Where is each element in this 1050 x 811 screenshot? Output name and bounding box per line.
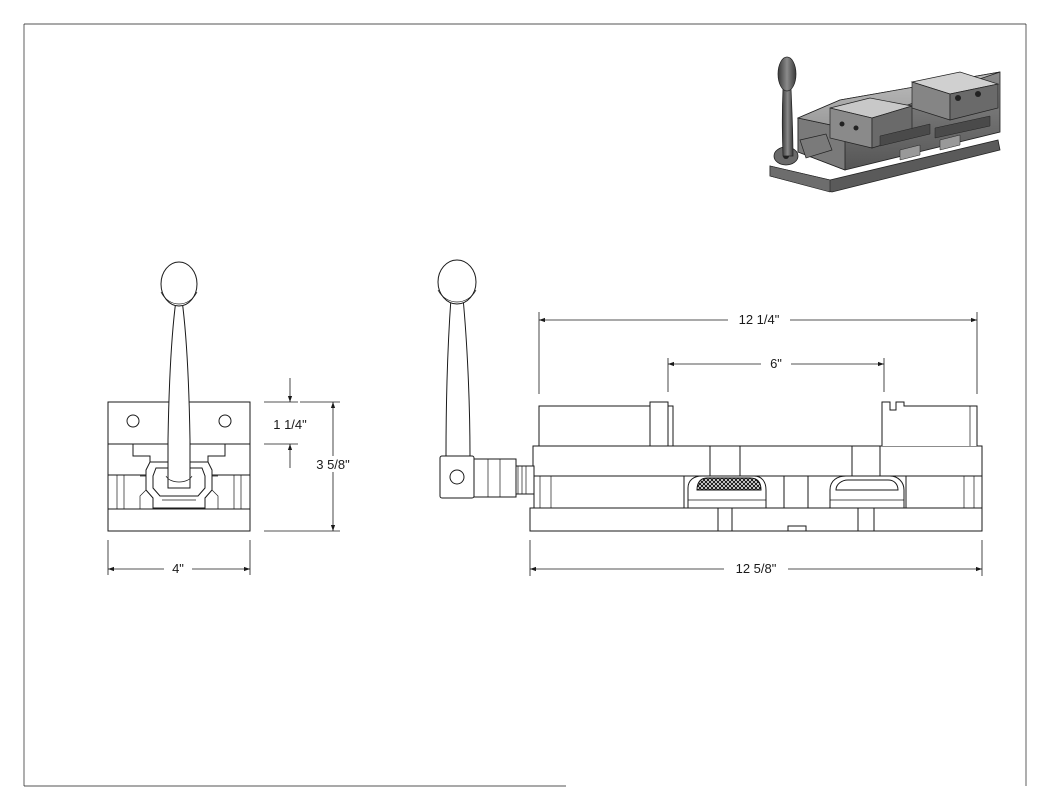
dim-width: 4" — [107, 540, 251, 576]
dim-jaw-opening: 6" — [667, 355, 885, 392]
bolt-hole-icon — [218, 414, 232, 428]
dim-overall-height-label: 3 5/8" — [316, 457, 350, 472]
dim-jaw-height: 1 1/4" — [264, 378, 307, 468]
bolt-hole-icon — [126, 414, 140, 428]
isometric-view — [769, 56, 1001, 193]
front-view — [107, 261, 251, 532]
pivot-pin-icon — [449, 469, 465, 485]
dim-overall-length: 12 5/8" — [529, 540, 983, 576]
side-view — [437, 259, 983, 532]
sheet-border — [23, 23, 1027, 787]
dim-overall-length-label: 12 5/8" — [736, 561, 777, 576]
dim-jaw-opening-label: 6" — [770, 356, 782, 371]
dim-jaw-height-label: 1 1/4" — [273, 417, 307, 432]
dim-overall-height: 3 5/8" — [264, 401, 358, 532]
dim-body-length: 12 1/4" — [538, 311, 978, 394]
dim-width-label: 4" — [172, 561, 184, 576]
dim-body-length-label: 12 1/4" — [739, 312, 780, 327]
